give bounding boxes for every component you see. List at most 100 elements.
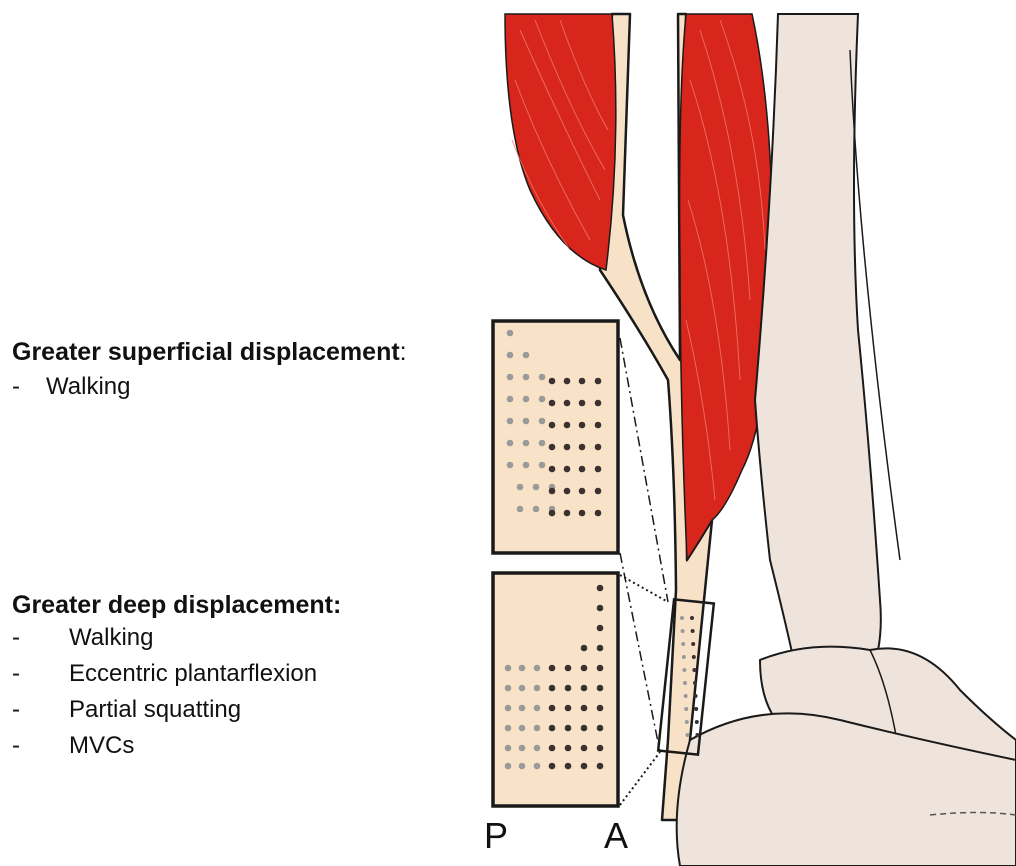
tissue-marker-dot [507, 352, 514, 359]
tissue-marker-dot [565, 745, 572, 752]
tissue-marker-dot [564, 422, 571, 429]
connector-top-lower [620, 553, 660, 752]
roi-marker-dot [685, 733, 689, 737]
deep-item: - Partial squatting [12, 692, 341, 728]
posterior-muscle-belly [505, 14, 616, 270]
tissue-marker-dot [579, 444, 586, 451]
deep-item: - Eccentric plantarflexion [12, 656, 341, 692]
tissue-marker-dot [564, 400, 571, 407]
tissue-marker-dot [581, 705, 588, 712]
roi-marker-dot [690, 616, 694, 620]
tissue-marker-dot [505, 665, 512, 672]
tissue-marker-dot [523, 462, 530, 469]
tissue-marker-dot [579, 422, 586, 429]
tissue-marker-dot [565, 763, 572, 770]
tissue-marker-dot [507, 418, 514, 425]
tissue-marker-dot [581, 745, 588, 752]
tissue-marker-dot [581, 763, 588, 770]
roi-marker-dot [694, 694, 698, 698]
roi-marker-dot [684, 694, 688, 698]
tissue-marker-dot [534, 745, 541, 752]
tissue-marker-dot [581, 645, 588, 652]
tissue-marker-dot [597, 763, 604, 770]
tissue-marker-dot [523, 396, 530, 403]
tissue-marker-dot [507, 330, 514, 337]
dash-marker-icon: - [12, 728, 20, 764]
tissue-marker-dot [549, 745, 556, 752]
tissue-marker-dot [505, 685, 512, 692]
tissue-marker-dot [505, 745, 512, 752]
tissue-marker-dot [519, 745, 526, 752]
tissue-marker-dot [595, 444, 602, 451]
roi-marker-dot [693, 681, 697, 685]
roi-marker-dot [692, 655, 696, 659]
tissue-marker-dot [579, 488, 586, 495]
deep-label-block: Greater deep displacement: - Walking - E… [12, 590, 341, 764]
tissue-marker-dot [595, 422, 602, 429]
tissue-marker-dot [523, 352, 530, 359]
tissue-marker-dot [597, 725, 604, 732]
tissue-marker-dot [595, 510, 602, 517]
roi-marker-dot [695, 733, 699, 737]
tissue-marker-dot [534, 685, 541, 692]
tissue-marker-dot [549, 422, 556, 429]
tissue-marker-dot [549, 705, 556, 712]
tissue-marker-dot [579, 510, 586, 517]
tibia-bone [755, 14, 881, 695]
tissue-marker-dot [597, 705, 604, 712]
tissue-marker-dot [523, 440, 530, 447]
tissue-marker-dot [517, 506, 524, 513]
tissue-marker-dot [597, 685, 604, 692]
anterior-axis-label: A [604, 818, 628, 854]
connector-bottom-lower [620, 752, 660, 805]
tissue-marker-dot [519, 665, 526, 672]
superficial-heading: Greater superficial displacement [12, 338, 400, 366]
tissue-marker-dot [549, 763, 556, 770]
tissue-marker-dot [549, 665, 556, 672]
tissue-marker-dot [549, 488, 556, 495]
tissue-marker-dot [597, 605, 604, 612]
tissue-marker-dot [519, 705, 526, 712]
connector-bottom-upper [620, 575, 668, 602]
dash-marker-icon: - [12, 656, 20, 692]
superficial-label-block: Greater superficial displacement: - Walk… [12, 337, 407, 405]
tissue-marker-dot [549, 725, 556, 732]
dash-marker-icon: - [12, 620, 20, 656]
roi-marker-dot [681, 629, 685, 633]
roi-marker-dot [691, 642, 695, 646]
deep-item: - Walking [12, 620, 341, 656]
tissue-marker-dot [565, 725, 572, 732]
tissue-marker-dot [549, 378, 556, 385]
superficial-item: - Walking [12, 369, 407, 405]
roi-marker-dot [682, 655, 686, 659]
roi-marker-dot [681, 642, 685, 646]
roi-marker-dot [684, 707, 688, 711]
roi-marker-dot [691, 629, 695, 633]
tissue-marker-dot [595, 378, 602, 385]
tissue-marker-dot [505, 763, 512, 770]
superficial-item-label: Walking [46, 373, 130, 400]
deep-item: - MVCs [12, 728, 341, 764]
tissue-marker-dot [507, 440, 514, 447]
roi-marker-dot [682, 668, 686, 672]
roi-marker-dot [680, 616, 684, 620]
tissue-marker-dot [519, 763, 526, 770]
tissue-marker-dot [549, 400, 556, 407]
tissue-marker-dot [564, 466, 571, 473]
dash-marker-icon: - [12, 369, 20, 405]
roi-marker-dot [685, 720, 689, 724]
tissue-marker-dot [534, 763, 541, 770]
tissue-marker-dot [539, 396, 546, 403]
dash-marker-icon: - [12, 692, 20, 728]
deep-item-label: Partial squatting [69, 696, 241, 723]
tissue-marker-dot [549, 510, 556, 517]
deep-item-label: Walking [69, 624, 153, 651]
roi-marker-dot [683, 681, 687, 685]
roi-marker-dot [692, 668, 696, 672]
tissue-marker-dot [539, 440, 546, 447]
tissue-marker-dot [597, 645, 604, 652]
tissue-marker-dot [595, 466, 602, 473]
tissue-marker-dot [539, 462, 546, 469]
superficial-heading-colon: : [400, 338, 407, 366]
tissue-marker-dot [564, 444, 571, 451]
